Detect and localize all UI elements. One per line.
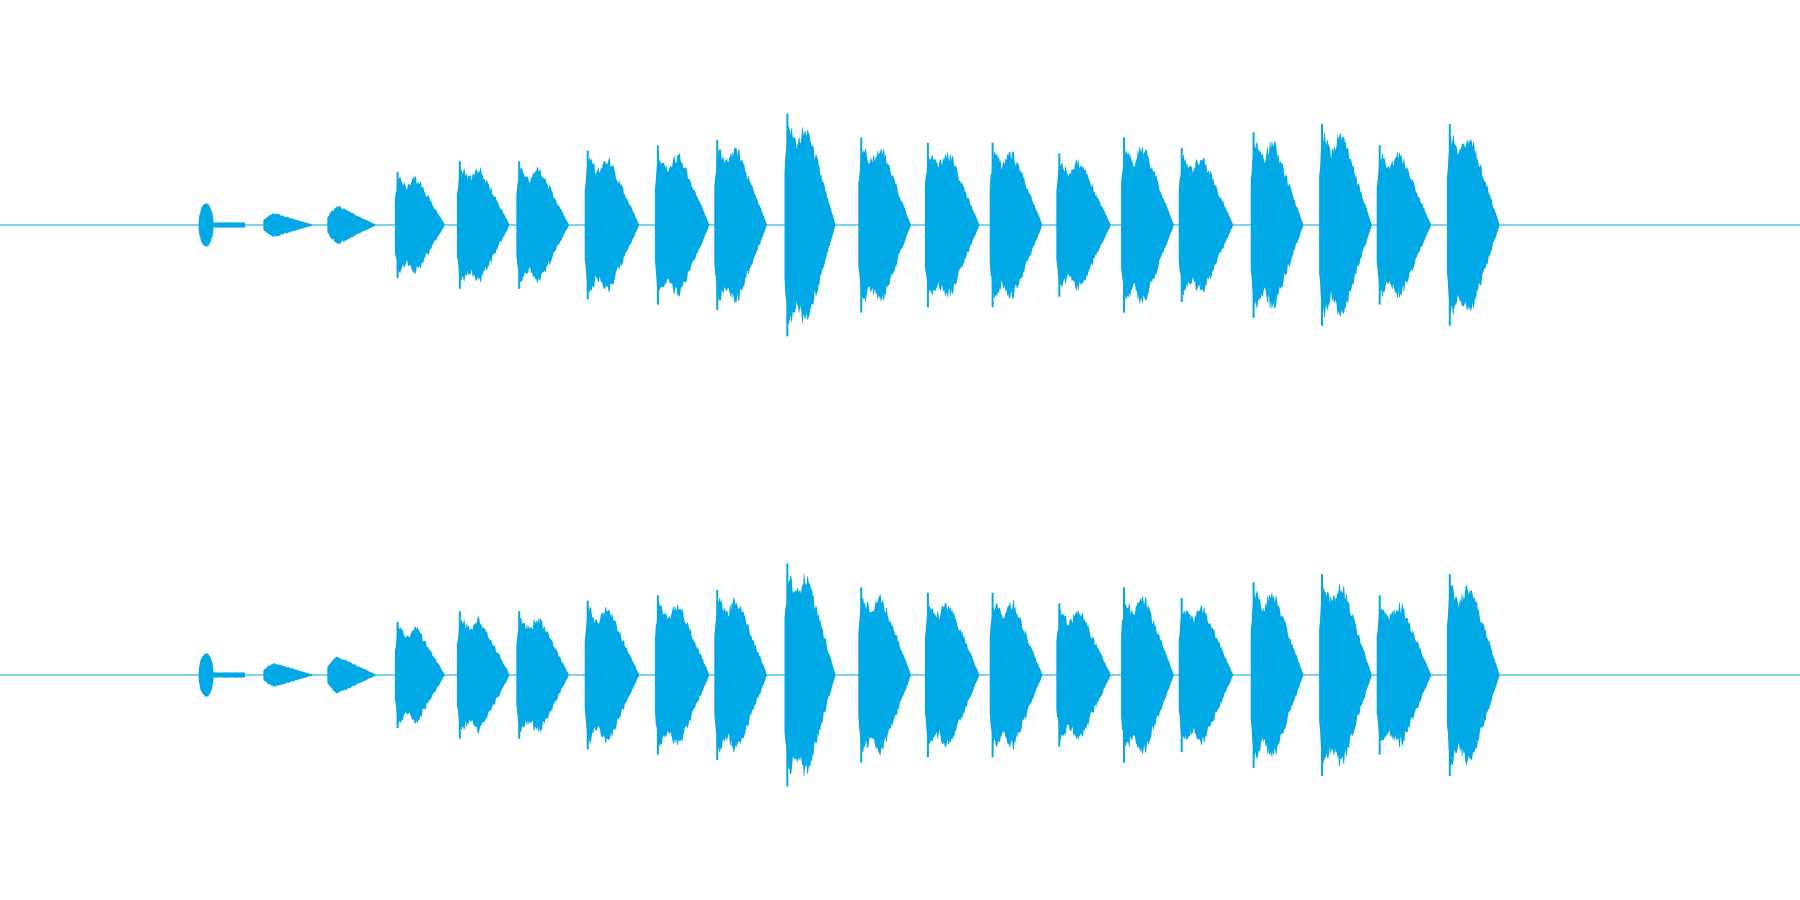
waveform-burst — [584, 156, 640, 294]
waveform-burst — [456, 616, 510, 734]
waveform-burst — [1121, 146, 1174, 304]
waveform-burst — [989, 599, 1043, 751]
waveform-burst — [1121, 595, 1174, 755]
waveform-burst — [858, 594, 912, 756]
waveform-burst — [584, 606, 640, 744]
waveform-burst — [784, 573, 836, 777]
waveform-burst — [714, 597, 768, 753]
waveform-burst — [263, 662, 314, 688]
waveform-burst — [1178, 605, 1234, 745]
waveform-burst — [1250, 591, 1304, 759]
waveform-burst — [924, 603, 980, 747]
waveform-burst — [654, 153, 710, 297]
waveform-burst — [858, 148, 912, 302]
waveform-burst — [516, 166, 570, 284]
waveform-burst — [1178, 154, 1234, 296]
waveform-burst — [394, 625, 445, 725]
waveform-burst — [213, 672, 246, 678]
waveform-burst — [327, 205, 377, 245]
waveform-burst — [394, 176, 445, 274]
channel-left — [0, 113, 1800, 337]
waveform-burst — [1446, 135, 1500, 315]
waveform-burst — [198, 202, 214, 248]
waveform-burst — [516, 618, 570, 732]
waveform-burst — [1056, 608, 1111, 742]
waveform-burst — [1376, 152, 1432, 298]
waveform-burst — [1376, 602, 1432, 748]
waveform-burst — [989, 150, 1043, 300]
channel-right — [0, 563, 1800, 787]
waveform-burst — [1319, 132, 1372, 318]
waveform-burst — [213, 222, 246, 228]
waveform-burst — [654, 603, 710, 747]
waveform-burst — [924, 152, 980, 298]
waveform-burst — [1446, 584, 1500, 766]
waveform-burst — [327, 656, 378, 694]
waveform-burst — [784, 126, 836, 324]
waveform-burst — [456, 167, 510, 283]
waveform-burst — [1319, 583, 1372, 767]
waveform-burst — [714, 147, 768, 303]
waveform-burst — [263, 213, 314, 237]
waveform-burst — [1250, 140, 1304, 310]
waveform-burst — [1056, 159, 1111, 291]
waveform-burst — [198, 652, 214, 698]
